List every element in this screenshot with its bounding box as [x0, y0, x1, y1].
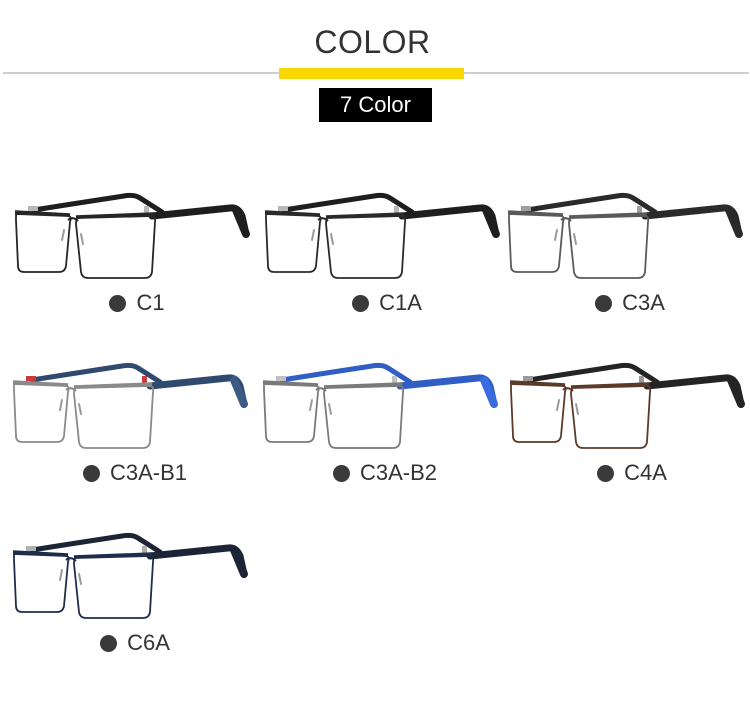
variant-label: C1: [12, 290, 262, 316]
variant-code: C3A-B1: [109, 460, 188, 485]
variant-label: C3A: [505, 290, 750, 316]
bullet-dot-icon: [100, 634, 118, 652]
variant-code: C3A: [622, 290, 665, 315]
glasses-image: [262, 362, 498, 449]
glasses-image: [12, 532, 248, 619]
variant-label: C1A: [262, 290, 512, 316]
variant-code: C6A: [127, 630, 170, 655]
title-accent-bar: [279, 68, 464, 79]
glasses-image: [12, 362, 248, 449]
glasses-image: [509, 362, 745, 449]
variant-label: C6A: [10, 630, 260, 656]
color-variant-c3a-b1: C3A-B1: [10, 360, 260, 530]
glasses-image: [264, 192, 500, 279]
bullet-dot-icon: [597, 464, 615, 482]
color-variant-c4a: C4A: [507, 360, 750, 530]
bullet-dot-icon: [109, 294, 127, 312]
variant-code: C1: [136, 290, 165, 315]
color-variant-c3a: C3A: [505, 190, 750, 360]
page-title: COLOR: [314, 24, 431, 60]
glasses-image: [14, 192, 250, 279]
color-variant-c6a: C6A: [10, 530, 260, 700]
variant-code: C3A-B2: [359, 460, 438, 485]
variant-label: C3A-B1: [10, 460, 260, 486]
bullet-dot-icon: [352, 294, 370, 312]
color-variant-c3a-b2: C3A-B2: [260, 360, 510, 530]
variant-label: C3A-B2: [260, 460, 510, 486]
bullet-dot-icon: [332, 464, 350, 482]
bullet-dot-icon: [82, 464, 100, 482]
color-variant-c1: C1: [12, 190, 262, 360]
glasses-image: [507, 192, 743, 279]
color-variant-c1a: C1A: [262, 190, 512, 360]
variant-code: C4A: [624, 460, 667, 485]
bullet-dot-icon: [595, 294, 613, 312]
variant-code: C1A: [379, 290, 422, 315]
color-count-badge: 7 Color: [319, 88, 432, 122]
variant-label: C4A: [507, 460, 750, 486]
